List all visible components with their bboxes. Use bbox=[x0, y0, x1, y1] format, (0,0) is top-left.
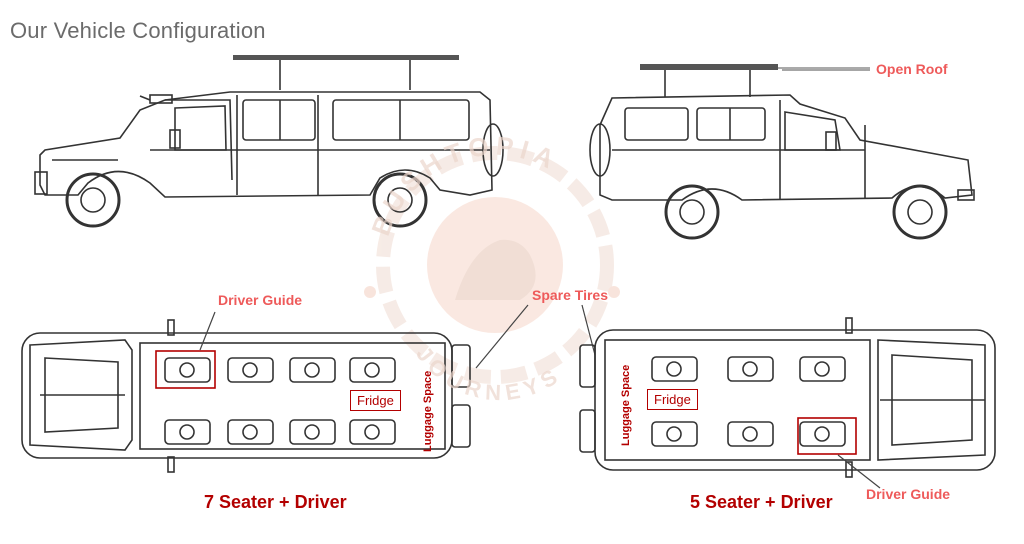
fridge-label-left: Fridge bbox=[350, 390, 401, 411]
fridge-label-right: Fridge bbox=[647, 389, 698, 410]
side-view-long-vehicle bbox=[34, 55, 504, 228]
luggage-space-label-right: Luggage Space bbox=[620, 364, 632, 446]
driver-seat-highlight-left bbox=[155, 350, 216, 389]
caption-5-seater: 5 Seater + Driver bbox=[690, 492, 833, 512]
spare-tires-leader-left bbox=[475, 304, 529, 369]
seat-row-bottom-right bbox=[651, 421, 846, 447]
page-title: Our Vehicle Configuration bbox=[10, 18, 266, 43]
watermark-logo bbox=[364, 146, 620, 384]
driver-guide-label-right: Driver Guide bbox=[866, 486, 951, 502]
driver-guide-label-left: Driver Guide bbox=[218, 292, 303, 308]
seat-row-top-right bbox=[651, 356, 846, 382]
driver-guide-leader-left bbox=[199, 311, 216, 351]
open-roof-label: Open Roof bbox=[876, 61, 948, 77]
seat-row-top-left bbox=[164, 357, 396, 383]
top-view-7-seater bbox=[21, 319, 471, 473]
spare-tires-label: Spare Tires bbox=[532, 287, 609, 303]
side-view-short-vehicle bbox=[589, 64, 975, 240]
seat-row-bottom-left bbox=[164, 419, 396, 445]
driver-seat-highlight-right bbox=[797, 417, 857, 455]
luggage-space-label-left: Luggage Space bbox=[422, 370, 434, 452]
caption-7-seater: 7 Seater + Driver bbox=[204, 492, 347, 512]
driver-guide-leader-right bbox=[837, 454, 881, 489]
spare-tires-leader-right bbox=[581, 304, 596, 356]
top-view-5-seater bbox=[579, 317, 996, 478]
